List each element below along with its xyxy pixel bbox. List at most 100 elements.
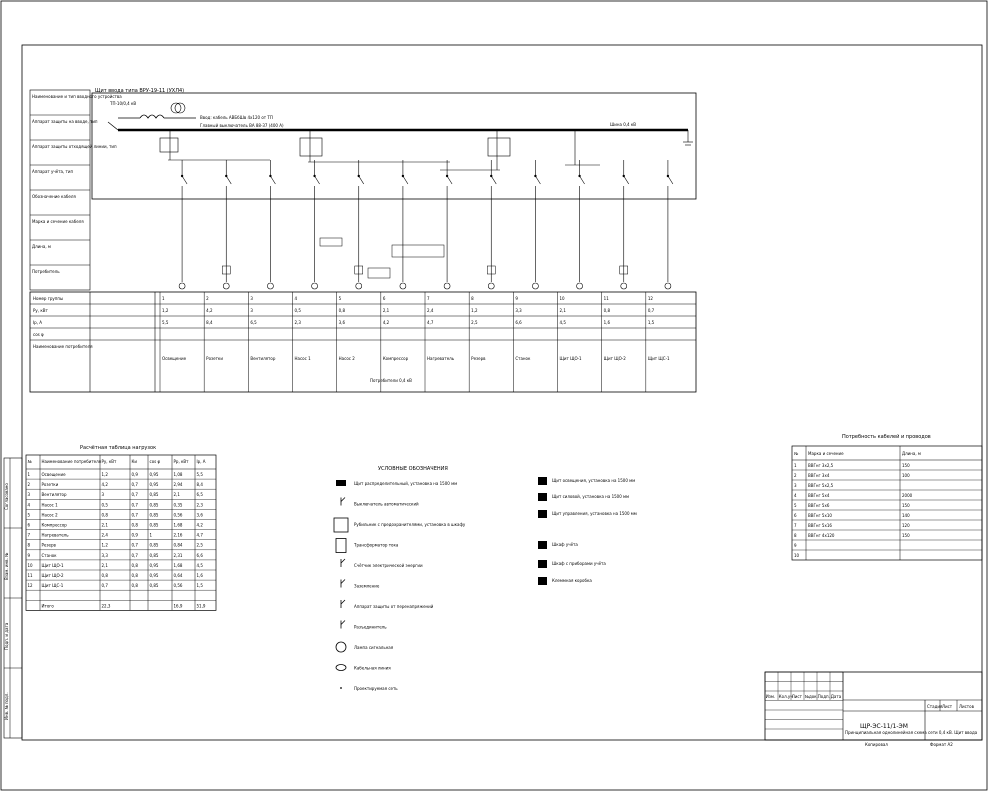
terminal-icon: [267, 282, 274, 290]
terminal-icon: [399, 282, 407, 290]
data-cell: 2,4: [427, 308, 434, 313]
title-row-label: Изм.: [766, 694, 775, 699]
legend-item: Проектируемая сеть: [340, 686, 398, 691]
legend-text: Счётчик электрической энергии: [354, 563, 423, 568]
calc-cell: 4,7: [197, 533, 204, 538]
data-row-label: Iр, А: [33, 320, 42, 325]
data-cell: 3,6: [339, 320, 346, 325]
calc-cell: Розетки: [42, 482, 59, 487]
calc-cell: 5: [28, 512, 31, 517]
legend-item: Шкаф с приборами учёта: [538, 560, 606, 568]
calc-cell: 16,9: [174, 603, 183, 608]
feeder-line: [532, 160, 541, 290]
side-stamp-label: Инв. № подл.: [4, 692, 9, 720]
data-cell: 1,5: [648, 320, 655, 325]
calc-cell: 1,5: [197, 583, 204, 588]
legend-text: Аппарат защиты от перенапряжений: [354, 604, 434, 609]
panel-symbol-icon: [336, 480, 346, 486]
data-cell: 4,2: [206, 308, 213, 313]
load-name: Станок: [515, 356, 531, 361]
transformer-icon: [170, 102, 182, 114]
load-name: Насос 1: [295, 356, 312, 361]
terminal-icon: [620, 282, 628, 290]
data-cell: 9: [515, 296, 518, 301]
calc-cell: 8,4: [197, 482, 204, 487]
terminal-icon: [178, 282, 186, 290]
breaker-icon: [358, 175, 365, 185]
cable-cell: 10: [794, 553, 800, 558]
calc-cell: 10: [28, 563, 34, 568]
cable-cell: 100: [902, 473, 910, 478]
legend-text: Разъединитель: [354, 625, 387, 630]
svg-text:Главный выключатель ВА 88-37 (: Главный выключатель ВА 88-37 (400 А): [200, 123, 284, 128]
calc-cell: 0,64: [174, 573, 183, 578]
feeder-line: [222, 160, 232, 290]
calc-cell: 4,2: [197, 523, 204, 528]
calc-cell: 0,8: [102, 573, 109, 578]
header-label: Щит ввода типа ВРУ-19-11 (УХЛ4): [95, 88, 184, 94]
board-symbol-icon: [538, 577, 547, 585]
data-cell: 7: [427, 296, 430, 301]
breaker-icon: [667, 175, 674, 185]
inner-frame: [21, 44, 983, 741]
breaker-contact-icon: [180, 174, 184, 178]
breaker-icon: [225, 175, 232, 185]
load-name: Насос 2: [339, 356, 356, 361]
cable-cell: 120: [902, 523, 910, 528]
board-symbol-icon: [538, 560, 547, 568]
title-row-label: Дата: [831, 694, 842, 699]
breaker-icon: [314, 175, 320, 185]
cable-cell: 150: [902, 533, 910, 538]
feeder-line: [664, 160, 674, 290]
calc-table-title: Расчётная таблица нагрузок: [80, 445, 156, 451]
legend-text: Шкаф с приборами учёта: [552, 561, 606, 566]
title-row-label: №док.: [805, 694, 818, 699]
switch-box-icon: [333, 517, 349, 533]
calc-cell: 7: [28, 533, 31, 538]
calc-cell: 0,95: [150, 573, 159, 578]
svg-text:Ввод: кабель АВБбШв 4x120 от Т: Ввод: кабель АВБбШв 4x120 от ТП: [200, 115, 273, 120]
breaker-contact-icon: [225, 174, 228, 178]
calc-cell: Щит ЩС-1: [42, 583, 64, 588]
calc-cell: 2: [28, 482, 31, 487]
left-panel-label: Аппарат учёта, тип: [32, 169, 73, 174]
data-cell: 3,3: [515, 308, 522, 313]
calc-cell: 2,94: [174, 482, 183, 487]
breaker-icon: [446, 175, 453, 185]
cable-icon: [335, 664, 347, 671]
breaker-contact-icon: [357, 174, 360, 178]
calc-cell: 0,8: [132, 573, 139, 578]
calc-cell: 0,85: [150, 583, 159, 588]
calc-cell: 0,95: [150, 563, 159, 568]
calc-cell: 2,1: [102, 563, 109, 568]
calc-cell: 1,08: [174, 472, 183, 477]
calc-cell: 0,8: [132, 583, 139, 588]
calc-header: cos φ: [150, 459, 161, 464]
calc-cell: 2,31: [174, 553, 183, 558]
data-cell: 2,3: [295, 320, 302, 325]
cable-cell: 2000: [902, 493, 913, 498]
calc-cell: 0,85: [150, 523, 159, 528]
legend-item: Выключатель автоматический: [340, 497, 419, 507]
data-cell: 5: [339, 296, 342, 301]
calc-cell: Компрессор: [42, 523, 68, 528]
sub-board-box: [299, 137, 323, 157]
legend-text: Щит управления, установка на 1500 мм: [552, 511, 637, 516]
cable-cell: 150: [902, 503, 910, 508]
terminal-icon: [355, 282, 363, 290]
calc-cell: Насос 1: [42, 502, 59, 507]
data-row-label: Наименование потребителя: [33, 344, 93, 349]
data-cell: 12: [648, 296, 654, 301]
data-row-label: Ру, кВт: [33, 308, 48, 313]
legend-item: Лампа сигнальная: [335, 641, 394, 653]
data-cell: 6,6: [515, 320, 522, 325]
transformer-coil-icon: [139, 114, 165, 119]
terminal-icon: [664, 282, 672, 290]
data-cell: 1: [162, 296, 165, 301]
calc-cell: 12: [28, 583, 34, 588]
board-symbol-icon: [538, 510, 547, 518]
data-cell: 0,8: [339, 308, 346, 313]
breaker-contact-icon: [269, 174, 272, 178]
